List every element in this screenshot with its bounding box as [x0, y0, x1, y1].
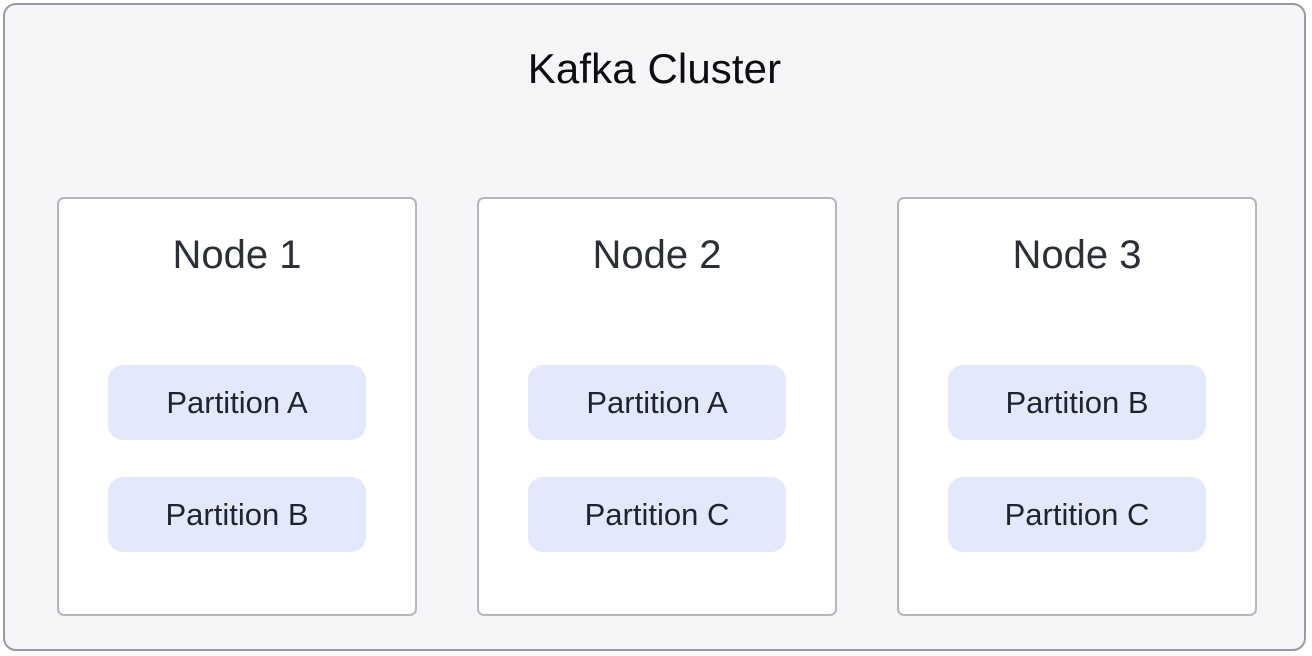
partition-pill[interactable]: Partition B [948, 365, 1206, 440]
partition-pill[interactable]: Partition A [108, 365, 366, 440]
partition-list: Partition A Partition B [108, 365, 366, 552]
partition-pill[interactable]: Partition B [108, 477, 366, 552]
partition-list: Partition B Partition C [948, 365, 1206, 552]
partition-list: Partition A Partition C [528, 365, 786, 552]
node-title: Node 1 [172, 233, 302, 277]
node-card-2[interactable]: Node 2 Partition A Partition C [477, 197, 837, 616]
node-card-1[interactable]: Node 1 Partition A Partition B [57, 197, 417, 616]
node-list: Node 1 Partition A Partition B Node 2 Pa… [57, 197, 1257, 616]
cluster-title: Kafka Cluster [527, 45, 782, 92]
partition-pill[interactable]: Partition A [528, 365, 786, 440]
partition-pill[interactable]: Partition C [948, 477, 1206, 552]
partition-pill[interactable]: Partition C [528, 477, 786, 552]
node-title: Node 3 [1012, 233, 1142, 277]
node-title: Node 2 [592, 233, 722, 277]
node-card-3[interactable]: Node 3 Partition B Partition C [897, 197, 1257, 616]
kafka-cluster-container: Kafka Cluster Node 1 Partition A Partiti… [3, 3, 1306, 651]
